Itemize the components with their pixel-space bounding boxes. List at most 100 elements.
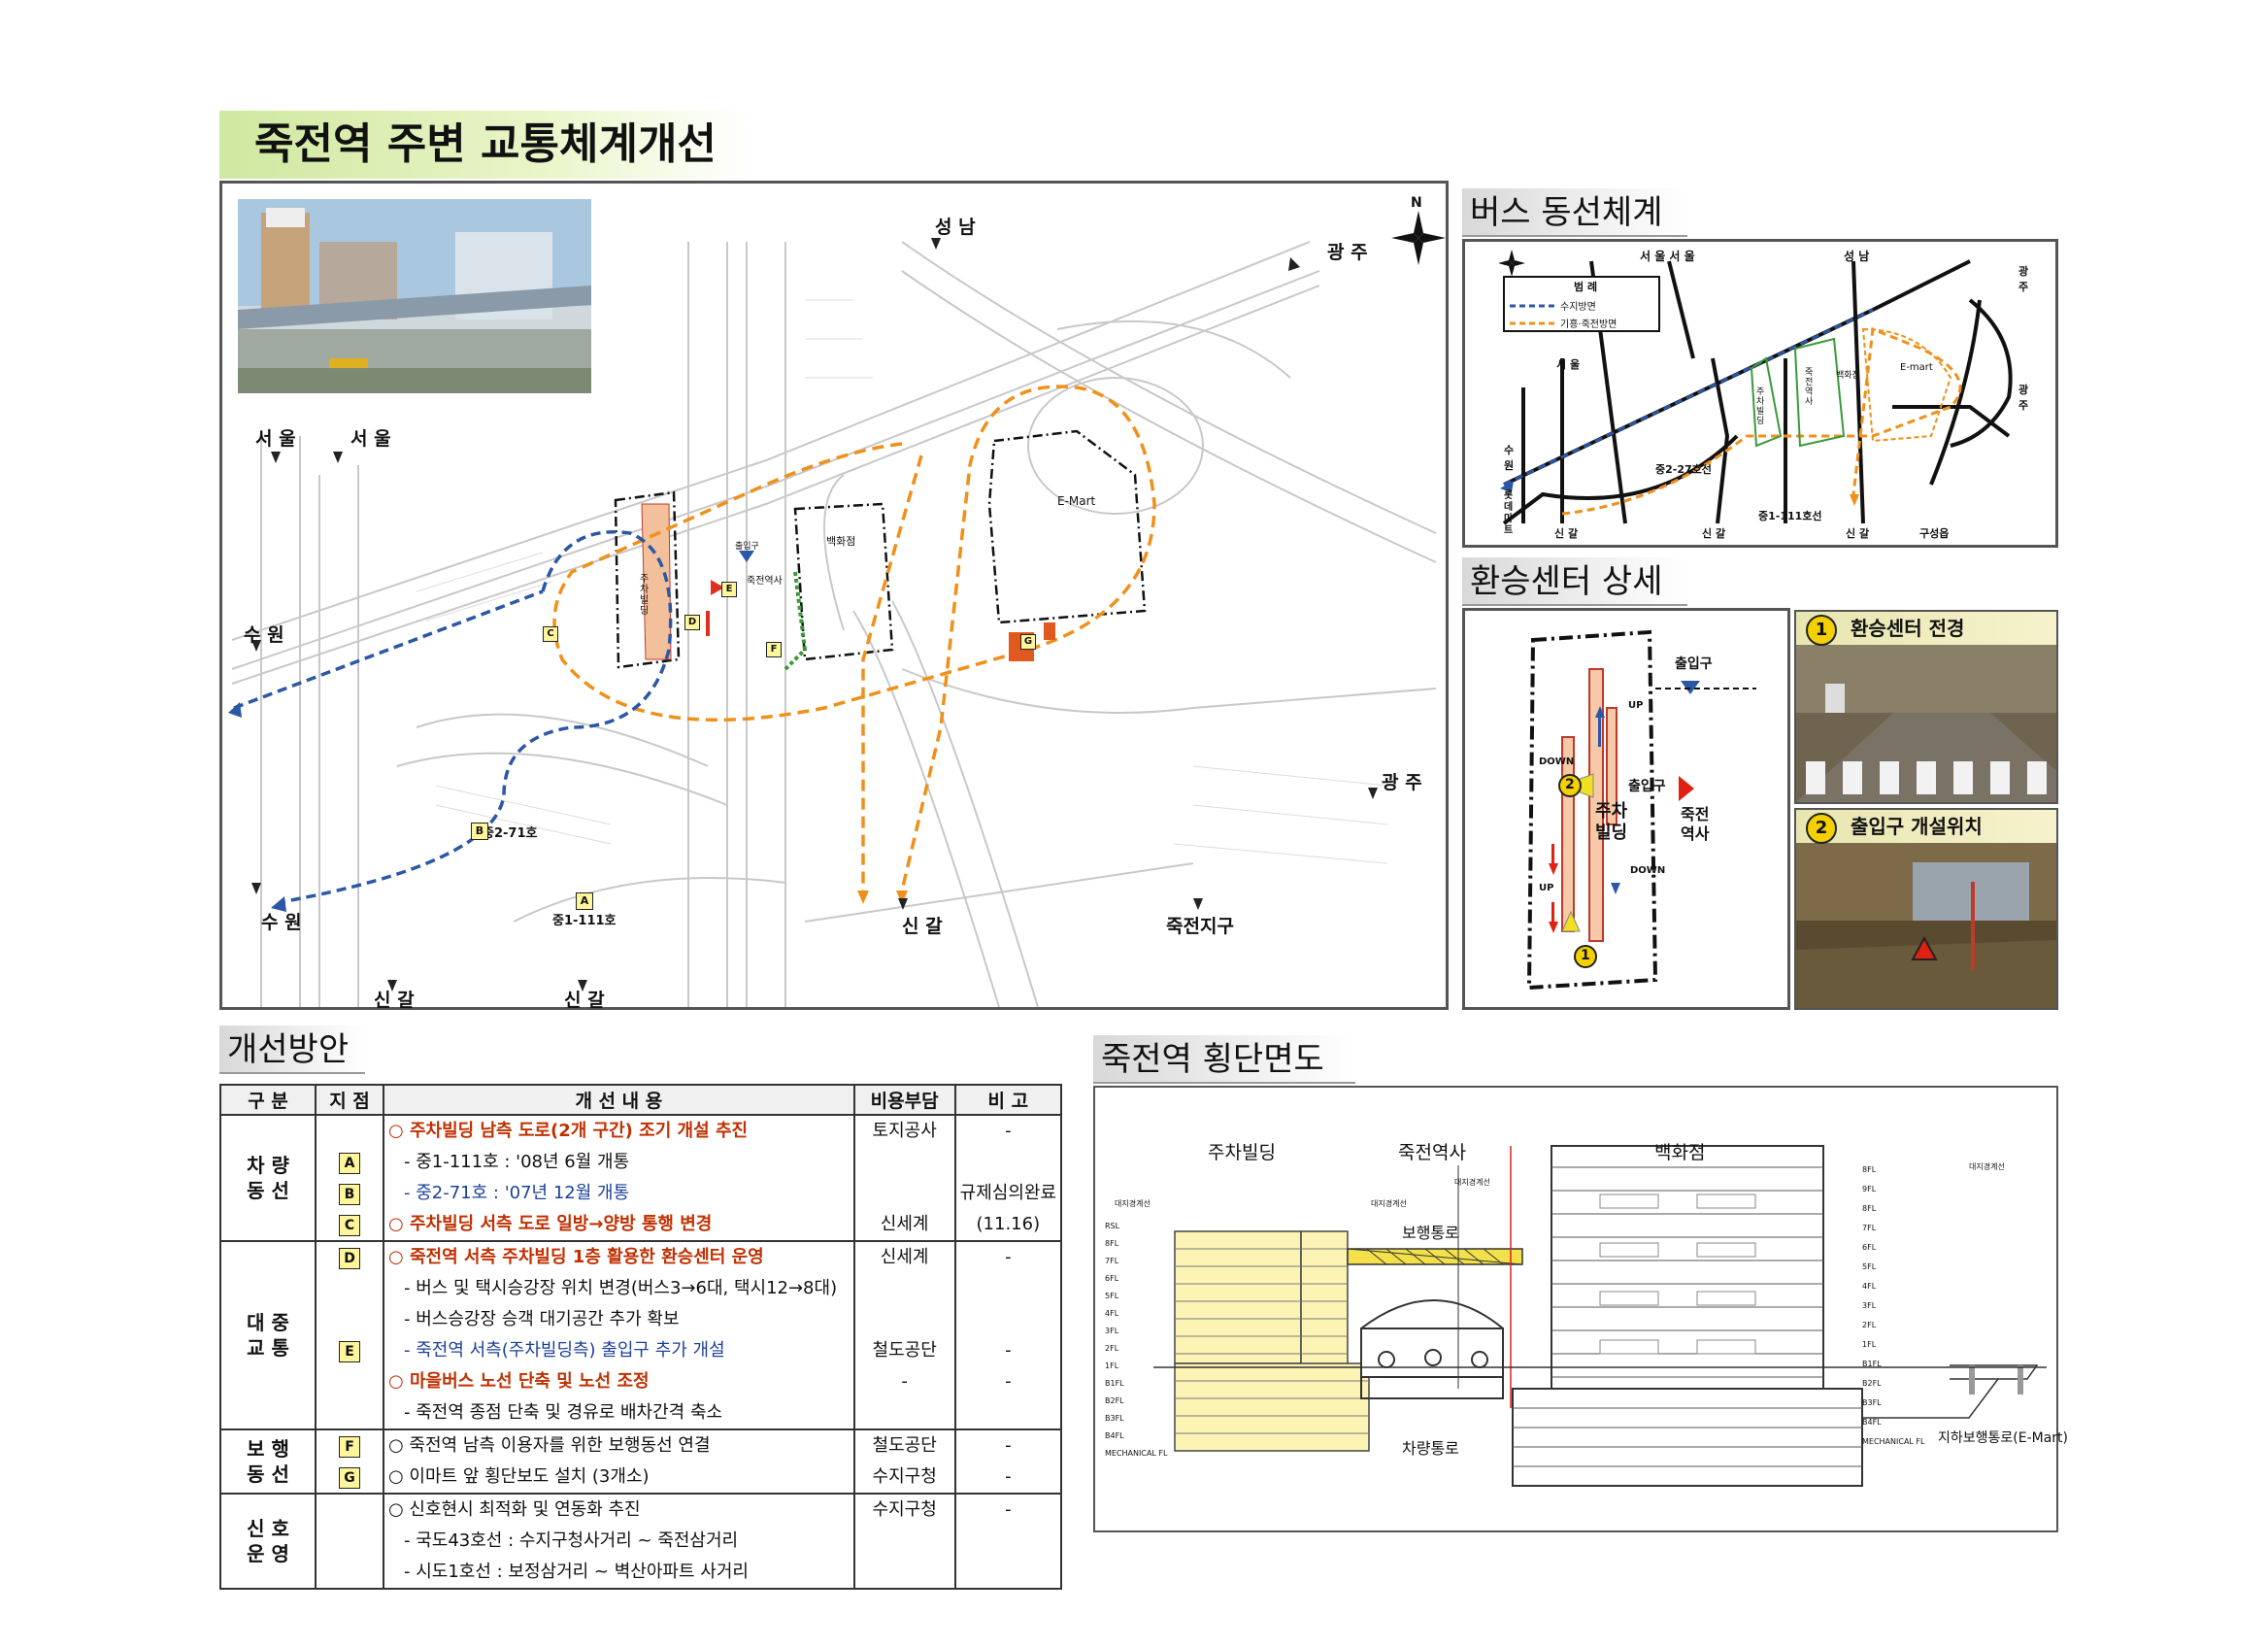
row-content: - 국도43호선 : 수지구청사거리 ~ 죽전삼거리 — [383, 1526, 855, 1557]
row-marker-cell — [315, 1366, 384, 1397]
transfer-station: 죽전 역사 — [1681, 805, 1710, 843]
transfer-down-2: DOWN — [1630, 865, 1666, 876]
transfer-down-1: DOWN — [1539, 756, 1575, 767]
floor-label: 2FL — [1105, 1344, 1119, 1353]
marker-c: C — [543, 626, 558, 642]
photo-1-caption-bar: 1 환승센터 전경 — [1796, 612, 2056, 646]
row-note — [953, 1557, 1063, 1590]
row-note: - — [953, 1114, 1063, 1147]
compass-label: N — [1411, 195, 1422, 211]
walkway-green — [784, 571, 808, 671]
floor-label: B2FL — [1862, 1379, 1882, 1388]
row-cost: 철도공단 — [852, 1429, 956, 1462]
row-marker-cell: E — [315, 1335, 384, 1366]
row-cost: 신세계 — [852, 1240, 956, 1273]
row-marker: E — [339, 1341, 360, 1362]
bus-label-singal-3: 신 갈 — [1846, 527, 1870, 540]
row-content: ○ 죽전역 남측 이용자를 위한 보행동선 연결 — [383, 1429, 855, 1462]
transfer-entrance-1: 출입구 — [1675, 656, 1713, 672]
section-dept-store — [1512, 1145, 1863, 1487]
label-parking-building: 주차빌딩 — [640, 574, 650, 617]
floor-label: 1FL — [1862, 1340, 1877, 1349]
plan-table-wrap: 구 분 지 점 개 선 내 용 비용부담 비 고 차 량 동 선○ 주차빌딩 남… — [219, 1084, 1063, 1590]
row-note: (11.16) — [953, 1209, 1063, 1241]
row-content: ○ 주차빌딩 남측 도로(2개 구간) 조기 개설 추진 — [383, 1114, 855, 1147]
row-category: 차 량 동 선 — [219, 1114, 317, 1242]
col-location: 지 점 — [315, 1084, 384, 1116]
transfer-n1: 1 — [1581, 948, 1590, 963]
table-row: - 시도1호선 : 보정삼거리 ~ 벽산아파트 사거리 — [220, 1557, 1063, 1590]
row-marker-cell: F — [315, 1429, 384, 1462]
row-cost: - — [852, 1366, 956, 1397]
transfer-n2: 2 — [1565, 777, 1575, 792]
floor-label: 9FL — [1862, 1185, 1877, 1193]
table-row: A- 중1-111호 : '08년 6월 개통 — [220, 1147, 1063, 1178]
transfer-section-header: 환승센터 상세 — [1462, 557, 1687, 606]
floor-label: 5FL — [1862, 1262, 1877, 1271]
plan-section-header: 개선방안 — [219, 1025, 365, 1074]
row-marker-cell — [315, 1526, 384, 1557]
floor-label: 8FL — [1105, 1239, 1119, 1248]
row-category: 대 중 교 통 — [219, 1240, 317, 1430]
photo-1-caption: 환승센터 전경 — [1851, 617, 1965, 640]
row-cost: 수지구청 — [852, 1462, 956, 1494]
station-photo — [238, 199, 591, 393]
row-cost: 신세계 — [852, 1209, 956, 1241]
marker-f: F — [766, 642, 782, 657]
section-label-station: 죽전역사 — [1398, 1142, 1466, 1163]
row-marker: B — [339, 1184, 360, 1205]
transfer-entrance-2: 출입구 — [1628, 779, 1666, 794]
row-marker-cell — [315, 1493, 384, 1526]
section-station — [1360, 1299, 1504, 1399]
row-marker-cell: B — [315, 1178, 384, 1209]
bus-label-seoul-seoul: 서 울 서 울 — [1640, 250, 1695, 263]
transfer-photo-2: 2 출입구 개설위치 — [1794, 808, 2058, 1010]
bus-label-dept: 백화점 — [1836, 371, 1860, 381]
floor-label: RSL — [1105, 1222, 1120, 1230]
row-note: - — [953, 1462, 1063, 1494]
label-seoul-1: 서 울 — [255, 428, 296, 450]
label-dept-store: 백화점 — [826, 535, 856, 548]
bus-label-suwon: 수 원 — [1504, 444, 1515, 472]
section-bound-mid2: 대지경계선 — [1454, 1178, 1490, 1187]
photo-2-caption-bar: 2 출입구 개설위치 — [1796, 810, 2056, 844]
page-title: 죽전역 주변 교통체계개선 — [219, 111, 751, 179]
section-bound-left: 대지경계선 — [1115, 1199, 1151, 1208]
table-row: - 버스승강장 승객 대기공간 추가 확보 — [220, 1304, 1063, 1335]
bus-label-lotte-mart: 롯데 마트 — [1504, 490, 1514, 536]
floor-label: MECHANICAL FL — [1105, 1449, 1168, 1458]
row-category: 보 행 동 선 — [219, 1429, 317, 1495]
section-header: 죽전역 횡단면도 — [1093, 1035, 1355, 1084]
row-marker-cell — [315, 1557, 384, 1590]
floor-label: B1FL — [1105, 1379, 1124, 1388]
entrance-location-marker — [1911, 935, 1938, 960]
floor-label: 8FL — [1862, 1165, 1877, 1174]
col-content: 개 선 내 용 — [383, 1084, 855, 1116]
transfer-up-2: UP — [1539, 883, 1554, 893]
floor-label: 4FL — [1862, 1282, 1877, 1291]
label-station: 죽전역사 — [747, 576, 783, 587]
row-marker-cell — [315, 1304, 384, 1335]
bus-label-emart: E-mart — [1900, 362, 1933, 373]
label-route-b: 중2-71호 — [483, 826, 538, 841]
bus-route-map: 범 례 수지방면 기흥·죽전방면 서 울 서 울 성 남 광 주 광 주 서 울… — [1462, 239, 2058, 548]
row-note: - — [953, 1240, 1063, 1273]
bus-map-drawing — [1498, 250, 2013, 525]
bus-legend-suji: 수지방면 — [1560, 302, 1596, 313]
row-content: ○ 죽전역 서측 주차빌딩 1층 활용한 환승센터 운영 — [383, 1240, 855, 1273]
row-marker-cell — [315, 1273, 384, 1304]
row-note — [953, 1273, 1063, 1304]
floor-label: 3FL — [1862, 1301, 1877, 1310]
row-cost — [852, 1273, 956, 1304]
label-suwon-bottom: 수 원 — [261, 912, 302, 933]
bus-label-gwangju-1: 광 주 — [2018, 265, 2029, 293]
row-note — [953, 1526, 1063, 1557]
row-content: ○ 주차빌딩 서측 도로 일방→양방 통행 변경 — [383, 1209, 855, 1241]
marker-b: B — [471, 823, 488, 840]
row-content: - 중2-71호 : '07년 12월 개통 — [383, 1178, 855, 1209]
row-content: - 죽전역 서측(주차빌딩측) 출입구 추가 개설 — [383, 1335, 855, 1366]
